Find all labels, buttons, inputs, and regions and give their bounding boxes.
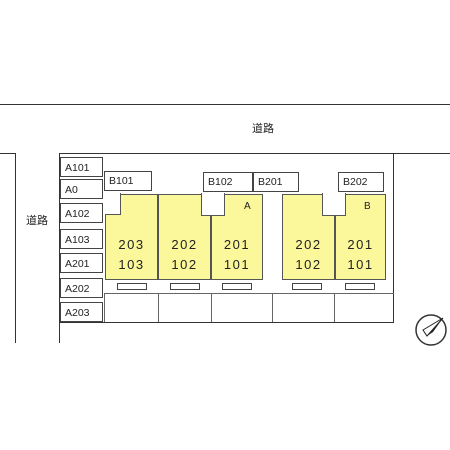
site-top-boundary [60,153,450,154]
a-unit-3-upper: 201 [223,237,251,252]
parking-space-a0: A0 [60,179,103,199]
stall-divider-2 [158,293,159,322]
a-unit-3-lower: 101 [223,257,251,272]
ac-unit-5 [345,283,375,290]
ac-unit-1 [117,283,147,290]
parking-space-a101: A101 [60,157,103,177]
site-left-boundary [59,153,60,343]
left-road-label: 道路 [26,215,48,227]
stall-divider-1 [104,293,105,322]
site-bottom-boundary [60,322,394,323]
a-unit-2-upper: 202 [171,237,198,252]
building-a-label: A [244,201,251,212]
parking-space-a102: A102 [60,203,103,223]
stall-divider-3 [211,293,212,322]
b-unit-1-lower: 102 [295,257,322,272]
parking-space-a103: A103 [60,229,103,249]
parking-space-b102: B102 [203,172,253,192]
parking-space-b101: B101 [104,171,152,191]
a-unit-2-lower: 102 [171,257,198,272]
top-road-label: 道路 [252,123,274,135]
north-arrow-icon [413,312,449,348]
parking-space-b202: B202 [338,172,384,192]
b-unit-2-upper: 201 [347,237,374,252]
ac-unit-2 [170,283,200,290]
building-b-notch [322,193,346,216]
b-unit-2-lower: 101 [347,257,374,272]
site-right-boundary [393,153,394,323]
ac-unit-3 [222,283,252,290]
ac-unit-4 [292,283,322,290]
building-a-notch-left [105,193,121,215]
stall-line-top [104,293,394,294]
a-unit-1-upper: 203 [118,237,145,252]
top-road-edge [0,104,450,105]
parking-space-a201: A201 [60,253,103,273]
parking-space-a203: A203 [60,302,103,322]
b-unit-1-upper: 202 [295,237,322,252]
parking-space-a202: A202 [60,278,103,298]
stall-divider-5 [334,293,335,322]
left-road-edge [15,153,16,343]
building-a-notch-right [201,193,225,216]
left-road-edge-cap [0,153,16,154]
stall-divider-4 [272,293,273,322]
parking-space-b201: B201 [253,172,299,192]
a-unit-1-lower: 103 [118,257,145,272]
building-b-label: B [364,201,371,212]
